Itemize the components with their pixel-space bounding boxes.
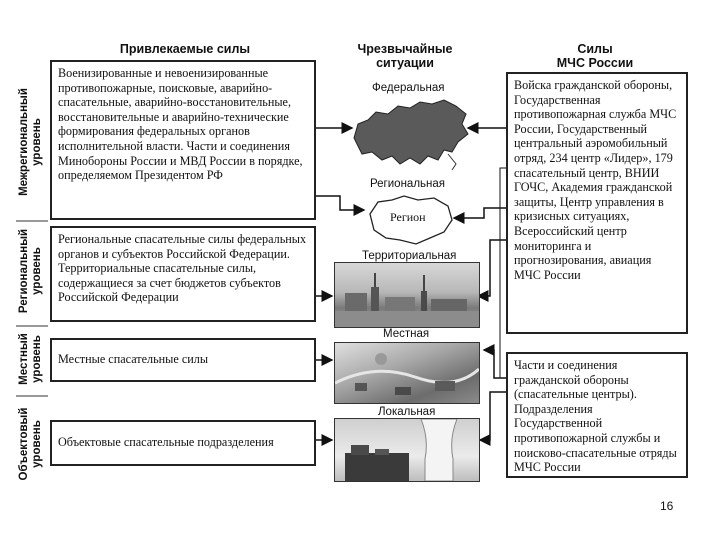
header-emergencies-line2: ситуации — [376, 56, 434, 70]
box-mchs-main-forces: Войска гражданской обороны, Государствен… — [506, 72, 688, 334]
russia-map-icon — [353, 99, 469, 171]
label-regional: Региональная — [370, 178, 445, 190]
label-federal: Федеральная — [372, 82, 445, 94]
box-local-forces: Местные спасательные силы — [50, 338, 316, 382]
territorial-photo — [334, 262, 480, 328]
page-number: 16 — [660, 499, 674, 513]
box-object-forces: Объектовые спасательные подразделения — [50, 420, 316, 466]
label-region-map: Регион — [390, 210, 426, 224]
box-regional-forces: Региональные спасательные силы федеральн… — [50, 226, 316, 322]
localized-photo — [334, 418, 480, 482]
header-emergencies: Чрезвычайные ситуации — [350, 42, 460, 70]
region-map-icon — [369, 195, 453, 245]
header-mchs-line1: Силы — [577, 42, 613, 56]
box-interregional-forces: Военизированные и невоенизированные прот… — [50, 60, 316, 220]
box-mchs-units: Части и соединения гражданской обороны (… — [506, 352, 688, 478]
local-photo — [334, 342, 480, 404]
header-emergencies-line1: Чрезвычайные — [357, 42, 453, 56]
label-local: Местная — [383, 328, 430, 340]
header-mchs-line2: МЧС России — [556, 56, 634, 70]
label-territorial: Территориальная — [362, 250, 457, 262]
header-attracted-forces: Привлекаемые силы — [119, 42, 251, 56]
label-localized: Локальная — [378, 406, 436, 418]
header-mchs-forces: Силы МЧС России — [540, 42, 650, 70]
